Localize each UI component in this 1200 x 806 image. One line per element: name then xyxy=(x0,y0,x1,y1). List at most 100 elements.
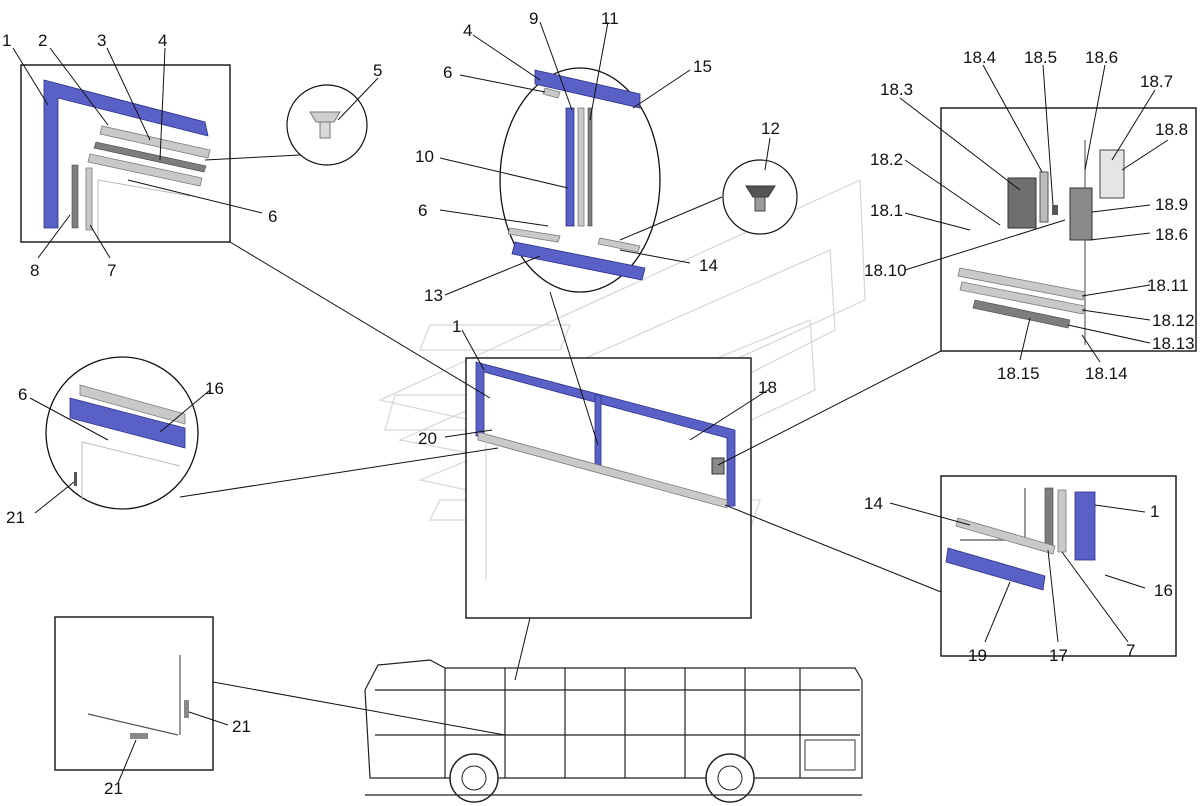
latch-18 xyxy=(711,457,725,475)
latch-18-5 xyxy=(1052,205,1058,215)
callout-18-7: 18.7 xyxy=(1140,72,1173,91)
bus-side-view xyxy=(364,659,863,803)
callout-18-3: 18.3 xyxy=(880,80,913,99)
bus-body xyxy=(364,659,863,779)
profile-7 xyxy=(85,167,93,231)
profile-7 xyxy=(1057,489,1067,553)
detail-top-right xyxy=(940,107,1197,352)
callout-18-5: 18.5 xyxy=(1024,48,1057,67)
callout-21: 21 xyxy=(104,779,123,798)
callout-1: 1 xyxy=(452,317,461,336)
profile-14 xyxy=(955,517,1056,555)
profile-19 xyxy=(945,547,1046,591)
callout-21: 21 xyxy=(6,508,25,527)
profile-8 xyxy=(71,164,79,229)
detail-frame xyxy=(54,616,214,771)
callout-6: 6 xyxy=(418,201,427,220)
profile-6b xyxy=(507,227,561,243)
callout-13: 13 xyxy=(424,286,443,305)
profile-1 xyxy=(1074,491,1096,561)
profile-3 xyxy=(93,141,207,173)
screw-head xyxy=(309,111,341,123)
profile-11 xyxy=(587,107,593,227)
fastener-21 xyxy=(74,472,77,486)
callout-21: 21 xyxy=(232,717,251,736)
screw-shank xyxy=(754,196,766,212)
profile-mullion xyxy=(565,107,575,227)
callout-4: 4 xyxy=(158,31,167,50)
profile-13 xyxy=(511,241,646,281)
screw-head xyxy=(745,185,776,198)
callout-6: 6 xyxy=(18,385,27,404)
callout-5: 5 xyxy=(373,61,382,80)
callout-4: 4 xyxy=(463,21,472,40)
callout-15: 15 xyxy=(693,57,712,76)
callout-2: 2 xyxy=(38,31,47,50)
profile-14 xyxy=(597,237,641,253)
detail-bottom-right xyxy=(940,475,1177,657)
callout-18-10: 18.10 xyxy=(864,261,907,280)
callout-17: 17 xyxy=(1049,646,1068,665)
bus-front-wheel xyxy=(449,753,499,803)
latch-18-8 xyxy=(1099,149,1125,199)
profile-4 xyxy=(87,153,203,187)
rail-18-15 xyxy=(972,299,1071,329)
callout-8: 8 xyxy=(30,261,39,280)
callout-18-4: 18.4 xyxy=(963,48,996,67)
callout-labels: 1 2 3 4 5 6 7 8 4 6 9 11 15 10 12 6 14 1… xyxy=(2,9,1195,798)
callout-18-9: 18.9 xyxy=(1155,195,1188,214)
bus-rear-wheel xyxy=(705,753,755,803)
fastener-21-a xyxy=(184,700,189,718)
window-sill xyxy=(477,431,728,509)
callout-18-8: 18.8 xyxy=(1155,120,1188,139)
callout-18-2: 18.2 xyxy=(870,150,903,169)
screw-12-detail xyxy=(722,159,798,235)
callout-18-15: 18.15 xyxy=(997,364,1040,383)
callout-7: 7 xyxy=(1126,641,1135,660)
callout-16: 16 xyxy=(1154,581,1173,600)
callout-18-13: 18.13 xyxy=(1152,334,1195,353)
callout-7: 7 xyxy=(107,261,116,280)
latch-18-3 xyxy=(1007,177,1037,229)
callout-6: 6 xyxy=(443,63,452,82)
profile-upper xyxy=(79,384,186,425)
detail-center-window xyxy=(465,357,752,619)
detail-bottom-left xyxy=(54,616,214,771)
profile-9 xyxy=(577,107,585,227)
latch-18-9 xyxy=(1069,187,1093,241)
detail-top-center xyxy=(499,67,661,293)
callout-leaders xyxy=(12,21,1169,784)
profile-16 xyxy=(69,397,186,449)
callout-9: 9 xyxy=(529,9,538,28)
callout-16: 16 xyxy=(205,379,224,398)
callout-18-6: 18.6 xyxy=(1155,225,1188,244)
fastener-21-b xyxy=(130,733,148,739)
callout-1: 1 xyxy=(2,31,11,50)
profile-2 xyxy=(99,125,211,159)
callout-19: 19 xyxy=(968,646,987,665)
callout-18-11: 18.11 xyxy=(1147,276,1188,295)
callout-18: 18 xyxy=(758,378,777,397)
screw-5-detail xyxy=(286,84,368,166)
callout-20: 20 xyxy=(418,429,437,448)
profile-1 xyxy=(43,79,209,229)
detail-top-left xyxy=(20,64,231,243)
callout-18-12: 18.12 xyxy=(1152,311,1195,330)
callout-14: 14 xyxy=(864,494,883,513)
latch-18-4 xyxy=(1039,171,1049,223)
detail-middle-left xyxy=(45,356,199,510)
profile-17 xyxy=(1044,487,1054,551)
callout-10: 10 xyxy=(415,147,434,166)
window-mullion xyxy=(594,394,602,466)
rail-18-12 xyxy=(959,281,1086,315)
screw-shank xyxy=(319,121,331,139)
callout-1: 1 xyxy=(1150,502,1159,521)
callout-3: 3 xyxy=(97,31,106,50)
rail-18-11 xyxy=(957,267,1086,301)
callout-11: 11 xyxy=(601,9,619,28)
connector-lines xyxy=(179,154,942,736)
bus-grille xyxy=(804,739,856,771)
callout-6: 6 xyxy=(268,207,277,226)
callout-18-6: 18.6 xyxy=(1085,48,1118,67)
